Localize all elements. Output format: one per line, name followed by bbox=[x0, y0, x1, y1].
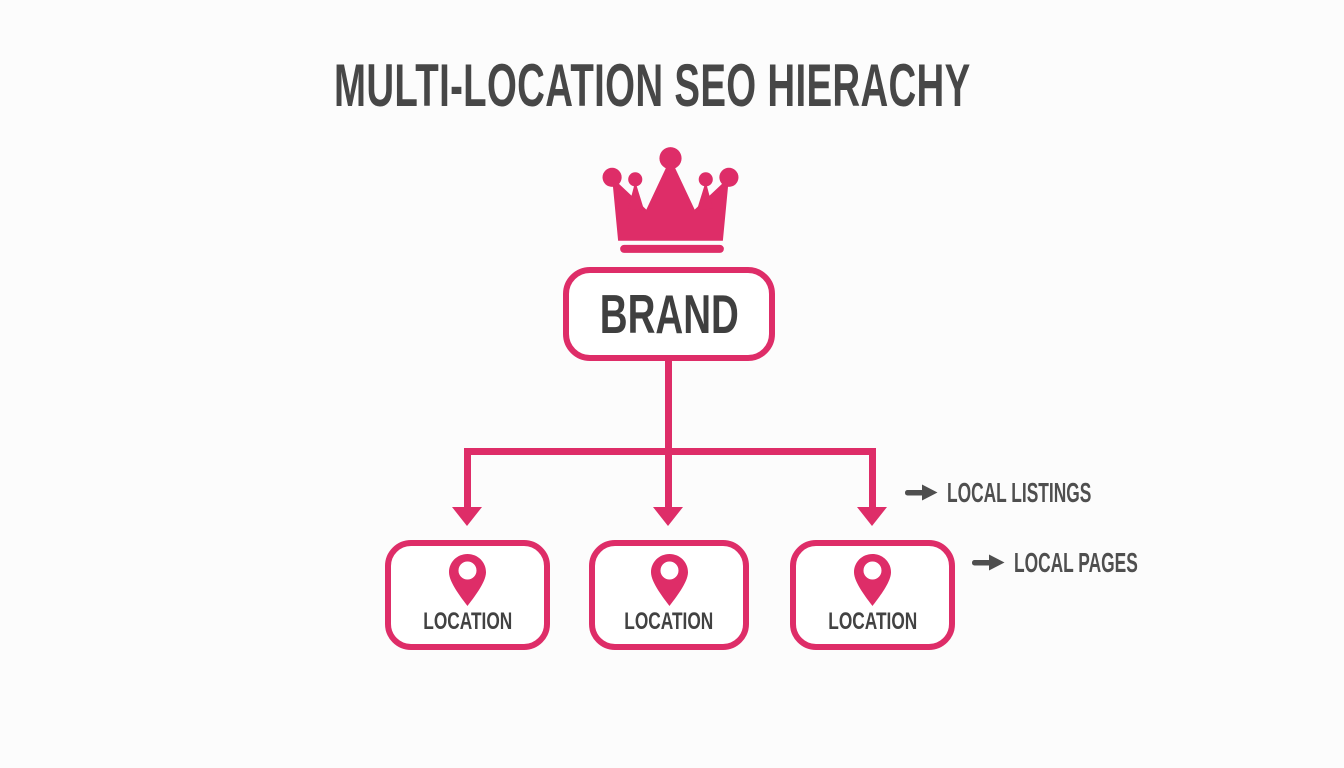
location-label: LOCATION bbox=[828, 608, 917, 635]
annotation-label: LOCAL PAGES bbox=[1014, 546, 1138, 578]
location-node-1: LOCATION bbox=[385, 540, 550, 650]
arrowhead-down-middle bbox=[653, 507, 683, 526]
connector-vertical-middle bbox=[665, 358, 672, 508]
diagram-title-text: MULTI-LOCATION SEO HIERACHY bbox=[333, 52, 971, 119]
diagram-title: MULTI-LOCATION SEO HIERACHY bbox=[0, 56, 1324, 116]
location-node-3: LOCATION bbox=[790, 540, 955, 650]
map-pin-icon bbox=[854, 554, 891, 606]
connector-horizontal bbox=[464, 448, 876, 455]
arrowhead-down-left bbox=[452, 507, 482, 526]
annotation-local-listings: LOCAL LISTINGS bbox=[905, 476, 1180, 508]
brand-node: BRAND bbox=[563, 267, 775, 361]
arrow-right-icon bbox=[905, 484, 938, 501]
annotation-label: LOCAL LISTINGS bbox=[947, 476, 1092, 508]
location-node-2: LOCATION bbox=[589, 540, 749, 650]
annotation-local-pages: LOCAL PAGES bbox=[972, 546, 1214, 578]
location-label: LOCATION bbox=[624, 608, 714, 635]
map-pin-icon bbox=[650, 554, 688, 606]
crown-icon bbox=[600, 147, 741, 253]
connector-vertical-right bbox=[869, 448, 876, 508]
brand-label: BRAND bbox=[599, 282, 739, 345]
connector-vertical-left bbox=[464, 448, 471, 508]
arrow-right-icon bbox=[972, 554, 1005, 571]
location-label: LOCATION bbox=[423, 608, 512, 635]
map-pin-icon bbox=[449, 554, 486, 606]
arrowhead-down-right bbox=[857, 507, 887, 526]
